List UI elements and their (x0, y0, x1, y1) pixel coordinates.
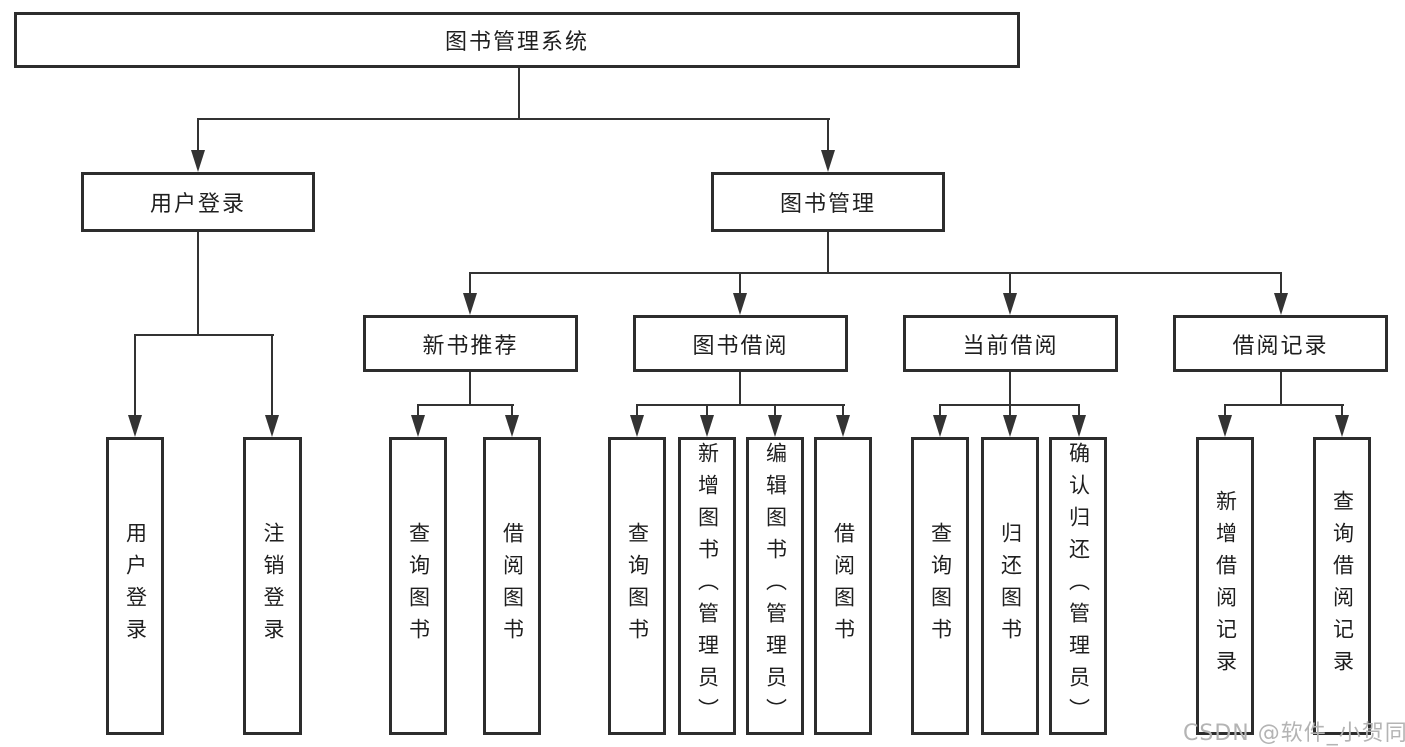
connector-current-stem (1009, 372, 1011, 406)
arrow-down-icon-borrow-books-borrowing (836, 415, 850, 437)
leaf-logout-label: 注销登录 (261, 522, 285, 650)
connector-stem-borrow-books-borrowing (842, 404, 844, 416)
leaf-user-login-label: 用户登录 (123, 522, 148, 650)
leaf-add-book-admin: 新增图书（管理员） (678, 437, 736, 735)
connector-stem-query-books-borrowing (636, 404, 638, 416)
connector-borrowing-stem (739, 372, 741, 406)
connector-book-management-stem (827, 232, 829, 274)
node-user-login-branch: 用户登录 (81, 172, 315, 232)
node-book-borrowing-label: 图书借阅 (692, 333, 789, 359)
arrow-down-icon-user-login (191, 150, 205, 172)
leaf-query-books-recommend-label: 查询图书 (406, 522, 431, 650)
arrow-down-icon-query-books-recommend (411, 415, 425, 437)
leaf-query-books-borrowing-label: 查询图书 (625, 522, 650, 650)
connector-borrowing-bar (636, 404, 845, 406)
connector-stem-leaf-logout (271, 334, 273, 416)
arrow-down-icon-query-books-borrowing (630, 415, 644, 437)
leaf-logout: 注销登录 (243, 437, 302, 735)
csdn-watermark: CSDN @软件_小贺同学 (1183, 721, 1405, 746)
arrow-down-icon-edit-book-admin (768, 415, 782, 437)
connector-stem-borrowing-records (1280, 272, 1282, 294)
node-borrowing-records: 借阅记录 (1173, 315, 1388, 372)
connector-stem-user-login (197, 118, 199, 152)
leaf-confirm-return-admin-label: 确认归还（管理员） (1066, 442, 1091, 730)
connector-stem-add-book-admin (706, 404, 708, 416)
leaf-query-books-borrowing: 查询图书 (608, 437, 666, 735)
leaf-return-book-label: 归还图书 (998, 522, 1023, 650)
leaf-query-books-recommend: 查询图书 (389, 437, 447, 735)
leaf-user-login: 用户登录 (106, 437, 164, 735)
connector-stem-add-borrow-record (1224, 404, 1226, 416)
connector-stem-current-borrowing (1009, 272, 1011, 294)
node-user-login-branch-label: 用户登录 (149, 192, 246, 217)
node-book-borrowing: 图书借阅 (633, 315, 848, 372)
connector-stem-query-borrow-record (1341, 404, 1343, 416)
leaf-query-books-current: 查询图书 (911, 437, 969, 735)
leaf-edit-book-admin-label: 编辑图书（管理员） (763, 442, 788, 730)
leaf-borrow-books-borrowing-label: 借阅图书 (831, 522, 856, 650)
leaf-query-borrow-record-label: 查询借阅记录 (1330, 490, 1355, 682)
leaf-borrow-books-recommend: 借阅图书 (483, 437, 541, 735)
connector-stem-edit-book-admin (774, 404, 776, 416)
arrow-down-icon-leaf-user-login (128, 415, 142, 437)
node-current-borrowing-label: 当前借阅 (962, 333, 1059, 359)
arrow-down-icon-add-borrow-record (1218, 415, 1232, 437)
connector-stem-borrow-books-recommend (511, 404, 513, 416)
connector-user-login-stem (197, 232, 199, 336)
connector-root-bar (197, 118, 830, 120)
connector-stem-return-book (1009, 404, 1011, 416)
connector-records-bar (1224, 404, 1344, 406)
leaf-return-book: 归还图书 (981, 437, 1039, 735)
leaf-add-book-admin-label: 新增图书（管理员） (695, 442, 720, 730)
leaf-borrow-books-recommend-label: 借阅图书 (500, 522, 525, 650)
connector-stem-book-management (827, 118, 829, 152)
connector-recommend-stem (469, 372, 471, 406)
arrow-down-icon-add-book-admin (700, 415, 714, 437)
node-book-management-label: 图书管理 (779, 192, 876, 217)
leaf-add-borrow-record-label: 新增借阅记录 (1213, 490, 1238, 682)
connector-stem-leaf-user-login (134, 334, 136, 416)
arrow-down-icon-new-book-recommend (463, 293, 477, 315)
node-root: 图书管理系统 (14, 12, 1020, 68)
connector-records-stem (1280, 372, 1282, 406)
leaf-query-books-current-label: 查询图书 (928, 522, 953, 650)
leaf-confirm-return-admin: 确认归还（管理员） (1049, 437, 1107, 735)
node-current-borrowing: 当前借阅 (903, 315, 1118, 372)
connector-stem-new-book-recommend (469, 272, 471, 294)
arrow-down-icon-book-management (821, 150, 835, 172)
connector-user-login-bar (134, 334, 274, 336)
node-new-book-recommend: 新书推荐 (363, 315, 578, 372)
node-book-management: 图书管理 (711, 172, 945, 232)
arrow-down-icon-confirm-return-admin (1072, 415, 1086, 437)
connector-stem-query-books-current (939, 404, 941, 416)
arrow-down-icon-book-borrowing (733, 293, 747, 315)
leaf-edit-book-admin: 编辑图书（管理员） (746, 437, 804, 735)
node-root-label: 图书管理系统 (444, 30, 589, 55)
connector-stem-query-books-recommend (417, 404, 419, 416)
node-borrowing-records-label: 借阅记录 (1232, 333, 1329, 359)
arrow-down-icon-borrow-books-recommend (505, 415, 519, 437)
leaf-add-borrow-record: 新增借阅记录 (1196, 437, 1254, 735)
arrow-down-icon-query-borrow-record (1335, 415, 1349, 437)
arrow-down-icon-leaf-logout (265, 415, 279, 437)
connector-recommend-bar (417, 404, 514, 406)
connector-stem-confirm-return-admin (1078, 404, 1080, 416)
connector-root-stem (518, 68, 520, 119)
arrow-down-icon-borrowing-records (1274, 293, 1288, 315)
arrow-down-icon-current-borrowing (1003, 293, 1017, 315)
leaf-borrow-books-borrowing: 借阅图书 (814, 437, 872, 735)
connector-stem-book-borrowing (739, 272, 741, 294)
connector-book-management-bar (469, 272, 1282, 274)
leaf-query-borrow-record: 查询借阅记录 (1313, 437, 1371, 735)
arrow-down-icon-query-books-current (933, 415, 947, 437)
node-new-book-recommend-label: 新书推荐 (422, 333, 519, 359)
arrow-down-icon-return-book (1003, 415, 1017, 437)
